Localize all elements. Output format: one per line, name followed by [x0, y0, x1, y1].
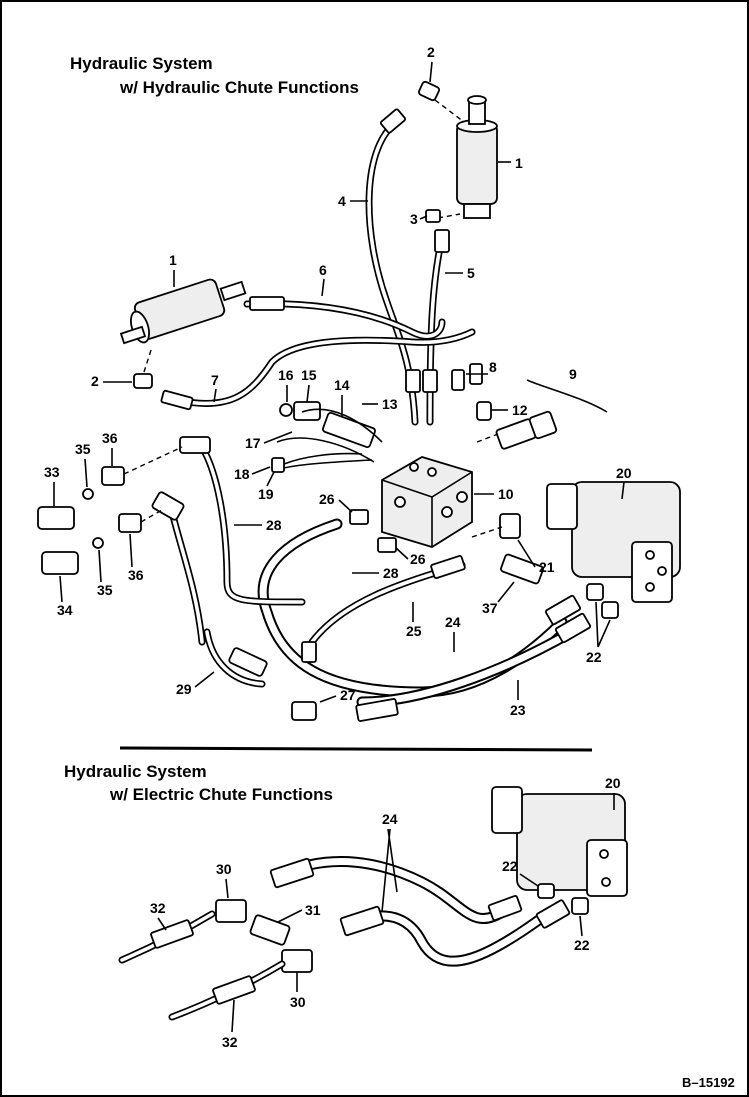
- callout: 28: [383, 565, 399, 581]
- callout: 32: [150, 900, 166, 916]
- callout: 28: [266, 517, 282, 533]
- callout: 12: [512, 402, 528, 418]
- callout: 9: [569, 366, 577, 382]
- callout: 16: [278, 367, 294, 383]
- callout: 22: [574, 937, 590, 953]
- callout: 15: [301, 367, 317, 383]
- solenoid-group: [271, 401, 383, 473]
- callout: 17: [245, 435, 261, 451]
- top-callouts: 2 1 4 3 5 6 1 2 7 16 15 14 13 8 9 12 17 …: [44, 44, 632, 718]
- callout: 32: [222, 1034, 238, 1050]
- callout: 37: [482, 600, 498, 616]
- bottom-assembly-drawing: [118, 786, 628, 1021]
- callout: 18: [234, 466, 250, 482]
- callout: 25: [406, 623, 422, 639]
- callout: 20: [605, 775, 621, 791]
- top-title-line2: w/ Hydraulic Chute Functions: [119, 78, 359, 97]
- top-assembly-drawing: [37, 80, 681, 722]
- callout: 35: [75, 441, 91, 457]
- callout: 6: [319, 262, 327, 278]
- callout: 27: [340, 687, 356, 703]
- callout: 30: [290, 994, 306, 1010]
- callout: 8: [489, 359, 497, 375]
- callout: 34: [57, 602, 73, 618]
- motor-bottom: [491, 786, 628, 897]
- top-title-line1: Hydraulic System: [70, 54, 213, 73]
- figure-reference: B–15192: [682, 1075, 735, 1090]
- left-cylinder: [119, 278, 247, 345]
- upper-cylinder: [456, 95, 498, 219]
- callout: 22: [586, 649, 602, 665]
- callout: 1: [169, 252, 177, 268]
- callout: 33: [44, 464, 60, 480]
- callout: 20: [616, 465, 632, 481]
- callout: 31: [305, 902, 321, 918]
- bottom-callouts: 20 24 30 22 31 32 22 30 32: [150, 775, 621, 1050]
- callout: 26: [410, 551, 426, 567]
- callout: 2: [427, 44, 435, 60]
- bottom-title-line1: Hydraulic System: [64, 762, 207, 781]
- callout: 21: [539, 559, 555, 575]
- callout: 7: [211, 372, 219, 388]
- motor-top: [546, 481, 681, 603]
- callout: 36: [128, 567, 144, 583]
- callout: 23: [510, 702, 526, 718]
- valve-block: [381, 456, 473, 548]
- callout: 5: [467, 265, 475, 281]
- callout: 1: [515, 155, 523, 171]
- callout: 4: [338, 193, 346, 209]
- callout: 26: [319, 491, 335, 507]
- callout: 24: [445, 614, 461, 630]
- section-divider: [119, 746, 593, 752]
- callout: 13: [382, 396, 398, 412]
- callout: 10: [498, 486, 514, 502]
- bottom-title-line2: w/ Electric Chute Functions: [109, 785, 333, 804]
- callout: 2: [91, 373, 99, 389]
- callout: 3: [410, 211, 418, 227]
- callout: 35: [97, 582, 113, 598]
- callout: 36: [102, 430, 118, 446]
- callout: 24: [382, 811, 398, 827]
- callout: 19: [258, 486, 274, 502]
- callout: 14: [334, 377, 350, 393]
- relief-group: [476, 379, 608, 450]
- callout: 30: [216, 861, 232, 877]
- callout: 29: [176, 681, 192, 697]
- callout: 22: [502, 858, 518, 874]
